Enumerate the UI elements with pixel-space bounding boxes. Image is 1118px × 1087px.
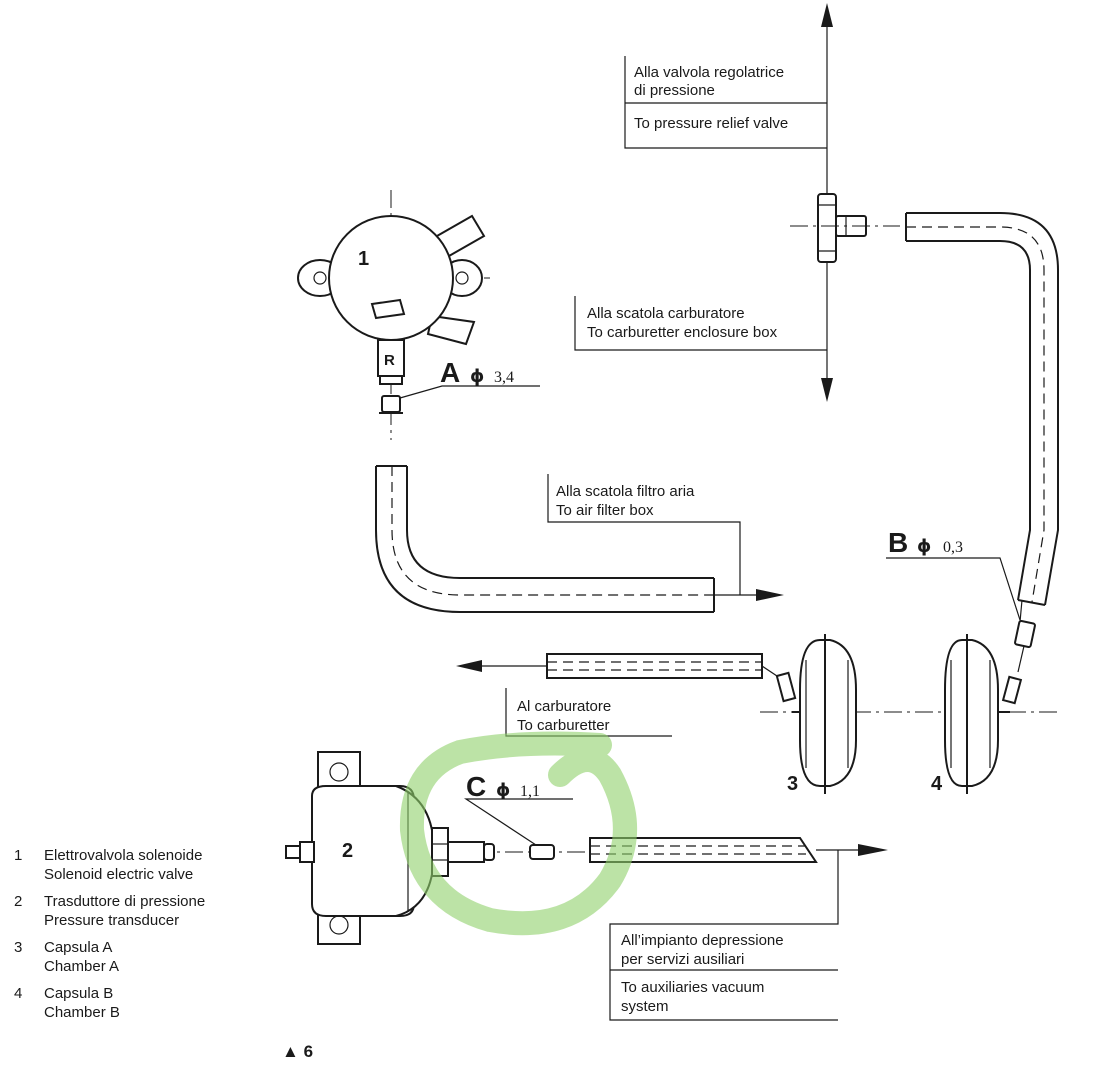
vacuum-label: All’impianto depressione per servizi aus… bbox=[609, 850, 839, 1021]
pressure-relief-it-1: Alla valvola regolatrice bbox=[634, 64, 784, 81]
vacuum-en-2: system bbox=[621, 998, 669, 1015]
air-filter-label: Alla scatola filtro aria To air filter b… bbox=[547, 474, 741, 595]
orifice-a-value: 3,4 bbox=[494, 369, 514, 386]
legend-en: Chamber B bbox=[44, 1004, 120, 1021]
carburettor-it: Al carburatore bbox=[517, 698, 611, 715]
legend-item: 4 Capsula B Chamber B bbox=[14, 984, 264, 1022]
legend-it: Capsula A bbox=[44, 939, 113, 956]
legend-number: 2 bbox=[14, 893, 23, 910]
orifice-b-letter: B bbox=[888, 527, 908, 558]
figure-number: 6 bbox=[303, 1042, 314, 1061]
legend-en: Pressure transducer bbox=[44, 912, 180, 929]
air-filter-en: To air filter box bbox=[556, 502, 654, 519]
carb-enclosure-it: Alla scatola carburatore bbox=[587, 305, 745, 322]
orifice-b-value: 0,3 bbox=[943, 539, 963, 556]
orifice-a-letter: A bbox=[440, 357, 460, 388]
legend-it: Elettrovalvola solenoide bbox=[44, 847, 203, 864]
solenoid-valve: R 1 bbox=[297, 190, 490, 440]
triangle-icon: ▲ bbox=[282, 1042, 299, 1061]
vacuum-en-1: To auxiliaries vacuum bbox=[621, 979, 764, 996]
pressure-transducer: 2 bbox=[285, 751, 590, 945]
orifice-c: C ϕ 1,1 bbox=[463, 771, 573, 860]
arrow-down-icon bbox=[821, 378, 833, 402]
air-filter-it: Alla scatola filtro aria bbox=[556, 483, 695, 500]
legend-number: 4 bbox=[14, 985, 23, 1002]
pressure-relief-en: To pressure relief valve bbox=[634, 115, 788, 132]
carb-enclosure-en: To carburetter enclosure box bbox=[587, 324, 778, 341]
figure-reference: ▲ 6 bbox=[282, 1042, 313, 1062]
arrow-left-icon bbox=[456, 660, 482, 672]
pressure-relief-label: Alla valvola regolatrice di pressione To… bbox=[624, 56, 827, 149]
arrow-up-icon bbox=[821, 3, 833, 27]
parts-legend: 1 Elettrovalvola solenoide Solenoid elec… bbox=[14, 846, 264, 1030]
t-fitting bbox=[790, 193, 900, 263]
legend-number: 3 bbox=[14, 939, 23, 956]
orifice-c-letter: C bbox=[466, 771, 486, 802]
chamber-b: 4 bbox=[931, 634, 1023, 795]
carburettor-en: To carburetter bbox=[517, 717, 610, 734]
hose-to-chamber-b bbox=[905, 212, 1059, 606]
legend-it: Trasduttore di pressione bbox=[44, 893, 206, 910]
arrow-right-icon bbox=[858, 844, 888, 856]
hose-to-air-filter bbox=[375, 465, 784, 613]
orifice-b: B ϕ 0,3 bbox=[886, 527, 1036, 673]
part-1-number: 1 bbox=[358, 248, 369, 270]
hose-to-carburettor bbox=[456, 653, 787, 683]
legend-en: Chamber A bbox=[44, 958, 120, 975]
legend-it: Capsula B bbox=[44, 985, 114, 1002]
legend-number: 1 bbox=[14, 847, 23, 864]
legend-en: Solenoid electric valve bbox=[44, 866, 194, 883]
orifice-a-symbol: ϕ bbox=[470, 366, 484, 387]
part-3-number: 3 bbox=[787, 773, 798, 795]
pressure-relief-it-2: di pressione bbox=[634, 82, 715, 99]
part-2-number: 2 bbox=[342, 840, 353, 862]
carburettor-label: Al carburatore To carburetter bbox=[505, 688, 672, 737]
arrow-right-icon bbox=[756, 589, 784, 601]
chamber-a: 3 bbox=[775, 634, 857, 795]
orifice-c-value: 1,1 bbox=[520, 783, 540, 800]
orifice-b-symbol: ϕ bbox=[917, 536, 931, 557]
vacuum-it-2: per servizi ausiliari bbox=[621, 951, 744, 968]
carb-enclosure-label: Alla scatola carburatore To carburetter … bbox=[574, 296, 827, 351]
legend-item: 2 Trasduttore di pressione Pressure tran… bbox=[14, 892, 264, 930]
orifice-c-symbol: ϕ bbox=[496, 780, 510, 801]
legend-item: 3 Capsula A Chamber A bbox=[14, 938, 264, 976]
legend-item: 1 Elettrovalvola solenoide Solenoid elec… bbox=[14, 846, 264, 884]
r-mark: R bbox=[384, 352, 395, 369]
vacuum-it-1: All’impianto depressione bbox=[621, 932, 784, 949]
highlight-circle bbox=[399, 731, 637, 936]
orifice-a: A ϕ 3,4 bbox=[399, 357, 540, 399]
part-4-number: 4 bbox=[931, 773, 943, 795]
